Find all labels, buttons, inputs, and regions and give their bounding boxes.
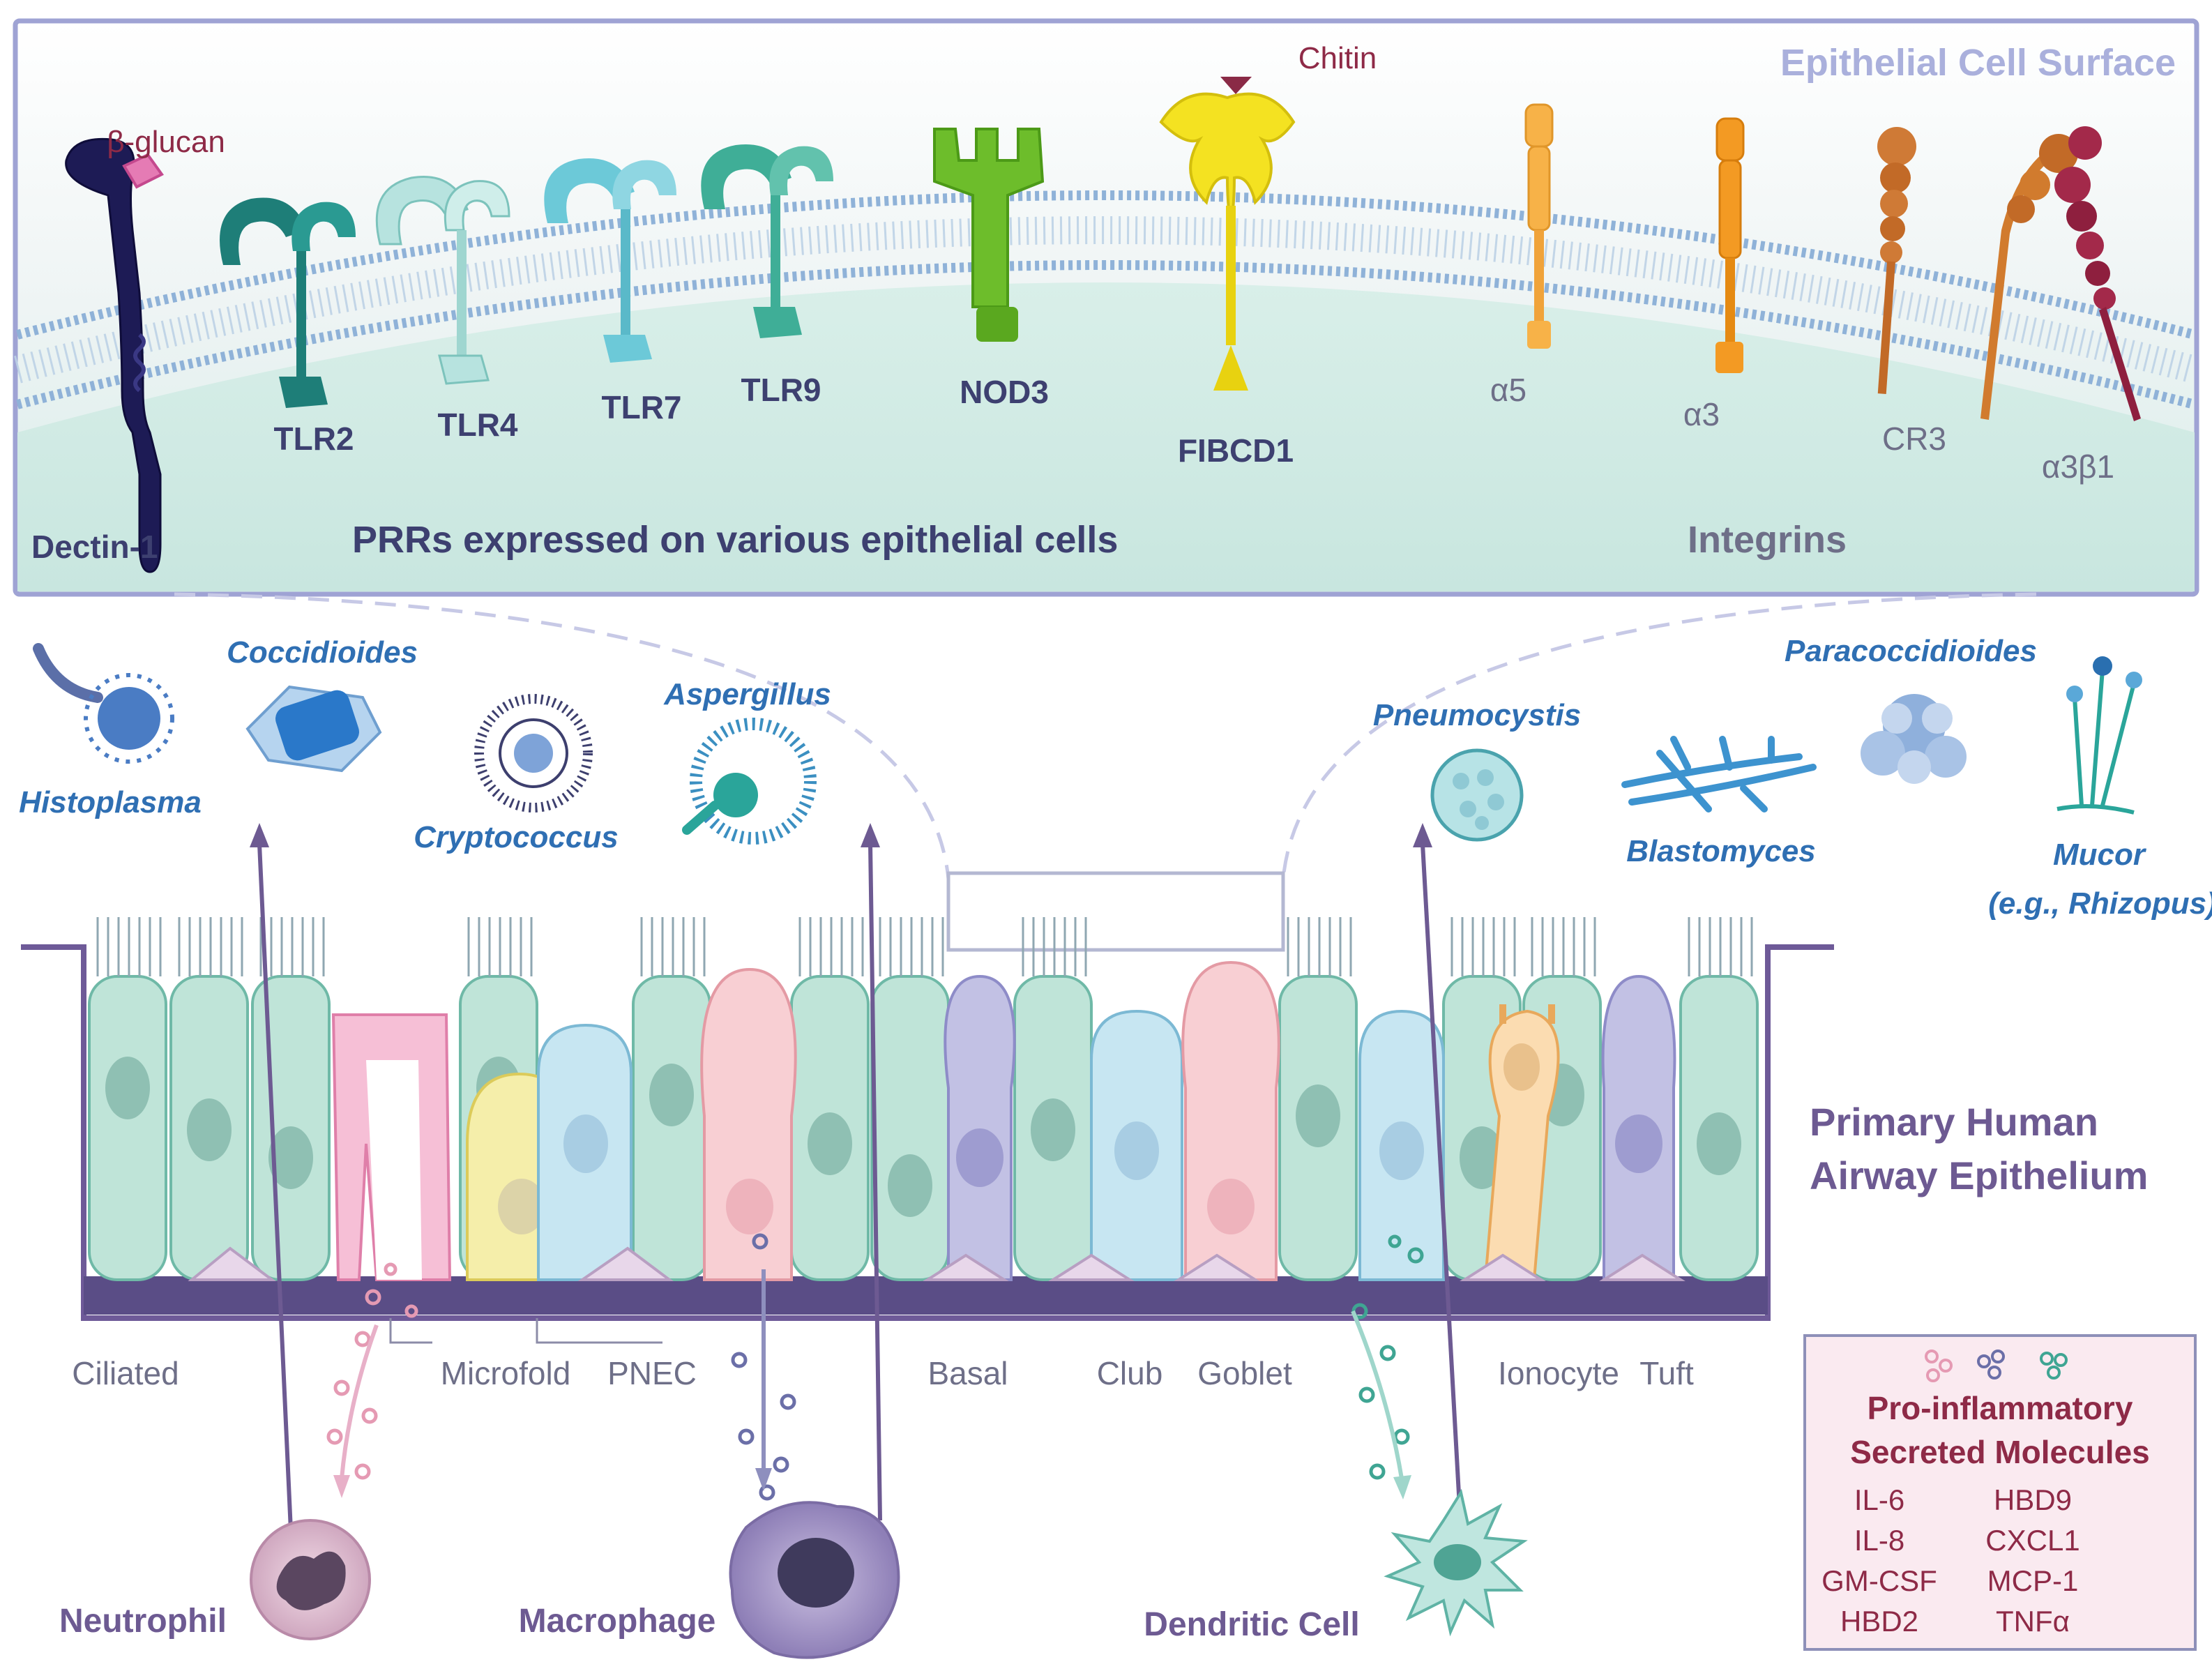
neutrophil-cell: [250, 1519, 371, 1640]
epithelium-title-line1: Primary Human: [1810, 1100, 2098, 1144]
fibcd1-receptor: [1159, 77, 1296, 391]
chitin-label: Chitin: [1298, 41, 1377, 75]
cryptococcus-icon: [474, 694, 593, 812]
cr3-label: CR3: [1882, 421, 1946, 457]
cell-label-leaders: [389, 1318, 662, 1344]
cilia: [96, 917, 1753, 976]
legend-molecule-item: IL-8: [1854, 1524, 1904, 1557]
beta-glucan-label: β-glucan: [107, 125, 225, 159]
nod3-receptor: [933, 128, 1045, 342]
mucor-example-label: (e.g., Rhizopus): [1988, 886, 2212, 921]
tuft-label: Tuft: [1639, 1355, 1694, 1391]
tlr4-receptor: [375, 176, 510, 385]
histoplasma-icon: [33, 643, 174, 764]
dectin-1-receptor: [65, 137, 164, 573]
tlr9-receptor: [701, 144, 833, 338]
dendritic-cell-label: Dendritic Cell: [1144, 1606, 1359, 1643]
blastomyces-label: Blastomyces: [1626, 834, 1815, 868]
legend-molecule-item: HBD9: [1994, 1483, 2072, 1516]
microfold-cell: [331, 1013, 452, 1281]
ciliated-label: Ciliated: [72, 1355, 179, 1391]
dectin-1-label: Dectin-1: [31, 529, 158, 565]
legend-molecule-item: GM-CSF: [1821, 1564, 1937, 1597]
coccidioides-label: Coccidioides: [227, 635, 418, 670]
alpha5-label: α5: [1490, 372, 1527, 408]
nod3-label: NOD3: [960, 374, 1049, 410]
mucor-icon: [2056, 656, 2142, 815]
aspergillus-icon: [682, 718, 817, 845]
pnec-label: PNEC: [607, 1355, 697, 1391]
epithelium-title-line2: Airway Epithelium: [1810, 1154, 2148, 1197]
mucor-label: Mucor: [2053, 838, 2147, 872]
legend-molecule-item: IL-6: [1854, 1483, 1904, 1516]
microfold-label: Microfold: [441, 1355, 571, 1391]
pneumocystis-icon: [1430, 748, 1524, 842]
integrins-heading: Integrins: [1688, 519, 1847, 561]
fungi-row: Histoplasma Coccidioides Cryptococcus As…: [19, 634, 2212, 921]
secreted-molecule-dots: [326, 1233, 1424, 1501]
ionocyte-label: Ionocyte: [1498, 1355, 1619, 1391]
basal-cells: [188, 1246, 1685, 1281]
histoplasma-label: Histoplasma: [19, 785, 202, 819]
coccidioides-icon: [245, 685, 382, 773]
macrophage-cell: [729, 1501, 900, 1659]
dendritic-cell: [1384, 1488, 1528, 1637]
cr3-integrin: [1877, 127, 1916, 394]
alpha3-label: α3: [1683, 396, 1720, 432]
pneumocystis-label: Pneumocystis: [1373, 698, 1581, 732]
legend-molecule-item: TNFα: [1996, 1605, 2070, 1638]
tlr4-label: TLR4: [438, 407, 518, 443]
legend-title-line1: Pro-inflammatory: [1868, 1390, 2133, 1426]
secreted-molecules-legend: Pro-inflammatory Secreted Molecules IL-6…: [1803, 1334, 2197, 1651]
blastomyces-icon: [1621, 736, 1817, 812]
lipid-bilayer: [14, 190, 2198, 409]
prr-heading: PRRs expressed on various epithelial cel…: [352, 519, 1118, 561]
macrophage-label: Macrophage: [519, 1603, 716, 1640]
tlr2-label: TLR2: [274, 421, 354, 457]
epithelial-surface-panel: Epithelial Cell Surface β-glucan Dectin-…: [13, 18, 2199, 597]
neutrophil-label: Neutrophil: [59, 1603, 227, 1640]
tlr7-receptor: [544, 158, 676, 363]
legend-molecule-item: HBD2: [1840, 1605, 1918, 1638]
alpha3beta1-integrin: [1980, 126, 2141, 421]
legend-title-line2: Secreted Molecules: [1850, 1434, 2150, 1470]
lavender-nuclei: [956, 1114, 1662, 1187]
legend-molecule-item: MCP-1: [1987, 1564, 2079, 1597]
tlr9-label: TLR9: [741, 372, 821, 408]
ionocyte-cell: [1483, 1004, 1560, 1281]
zoom-guides: [174, 592, 2037, 879]
alpha3beta1-label: α3β1: [2042, 448, 2114, 485]
alpha3-integrin: [1715, 117, 1745, 373]
tlr2-receptor: [220, 197, 356, 408]
fibcd1-label: FIBCD1: [1178, 432, 1294, 469]
goblet-label: Goblet: [1197, 1355, 1292, 1391]
cryptococcus-label: Cryptococcus: [414, 820, 618, 854]
migration-arrows: [250, 823, 1465, 1577]
airway-epithelium: Ciliated Microfold PNEC Basal Club Goble…: [21, 871, 2148, 1391]
club-nuclei: [563, 1114, 1424, 1180]
tlr7-label: TLR7: [602, 389, 682, 425]
paracoccidioides-label: Paracoccidioides: [1785, 634, 2037, 668]
club-label: Club: [1097, 1355, 1163, 1391]
paracoccidioides-icon: [1861, 694, 1967, 784]
panel-title: Epithelial Cell Surface: [1780, 42, 2176, 84]
alpha5-integrin: [1524, 103, 1554, 349]
basal-label: Basal: [927, 1355, 1008, 1391]
goblet-nuclei: [726, 1179, 1255, 1234]
legend-molecule-item: CXCL1: [1985, 1524, 2080, 1557]
aspergillus-label: Aspergillus: [663, 677, 831, 711]
